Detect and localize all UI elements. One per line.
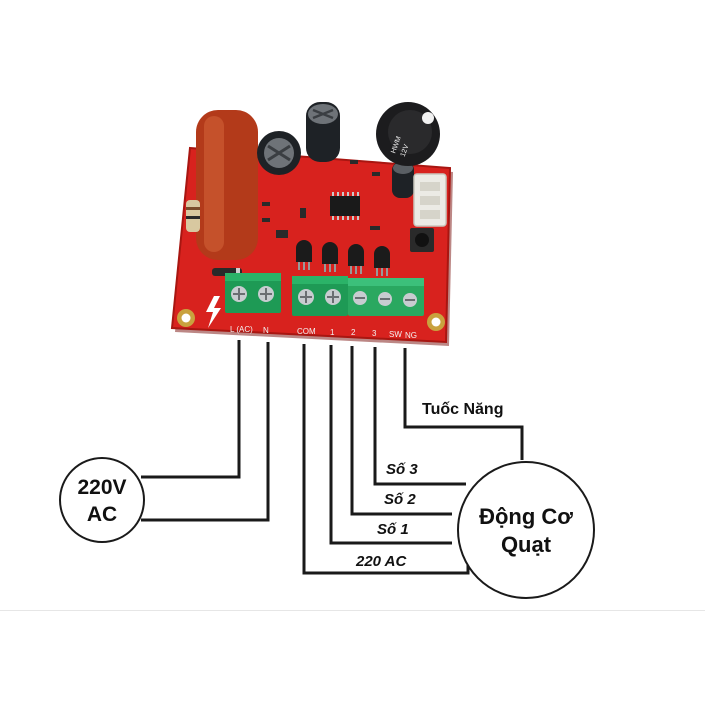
label-2: 2 [351,328,356,337]
terminal-block-power [225,273,281,313]
label-tuoc-nang: Tuốc Năng [422,401,503,418]
wire-turning [403,348,524,460]
bottom-whitespace [0,610,705,706]
electrolytic-capacitor [306,102,340,162]
resistor [186,200,200,232]
label-so-1: Số 1 [377,521,409,538]
fan-motor: Động Cơ Quạt [457,461,595,599]
wire-speed-2 [350,346,452,516]
electrolytic-capacitor [392,162,414,198]
ic-chip [330,192,360,220]
tactile-button [410,228,434,252]
fan-motor-label-line1: Động Cơ [479,504,573,529]
label-com: COM [297,327,316,336]
triac [374,246,390,276]
smd-components [262,160,380,238]
terminal-labels: L (AC) N COM 1 2 3 SW NG [230,325,417,340]
label-ng: NG [405,331,417,340]
wires [141,340,524,575]
label-3: 3 [372,329,377,338]
label-220-ac: 220 AC [355,553,407,570]
triac [322,242,338,272]
electrolytic-capacitor [257,131,301,175]
wire-speed-3 [373,347,466,486]
label-n: N [263,326,269,335]
wire-com [302,344,470,575]
label-sw: SW [389,330,402,339]
jst-connector [413,173,447,227]
label-so-2: Số 2 [384,491,416,508]
wire-labels: Tuốc Năng Số 3 Số 2 Số 1 220 AC [355,401,503,570]
terminal-block-speed [348,278,424,316]
svg-text:12V: 12V [400,143,411,157]
x2-capacitor [196,110,258,260]
power-source: 220V AC [59,457,145,543]
triac [348,244,364,274]
power-source-type: AC [87,503,117,526]
lightning-icon [206,296,221,328]
label-1: 1 [330,328,335,337]
fan-motor-circle [457,461,595,599]
wire-l-ac [141,340,241,479]
controller-board: HWM 12V [170,102,453,346]
label-so-3: Số 3 [386,461,418,478]
buzzer: HWM 12V [376,102,440,166]
power-source-circle [59,457,145,543]
triac [296,240,312,270]
label-l-ac: L (AC) [230,325,253,334]
fan-motor-label-line2: Quạt [501,532,552,557]
wire-n [141,342,270,522]
terminal-block-com [292,276,348,316]
power-source-voltage: 220V [77,476,126,499]
wire-speed-1 [329,345,452,545]
